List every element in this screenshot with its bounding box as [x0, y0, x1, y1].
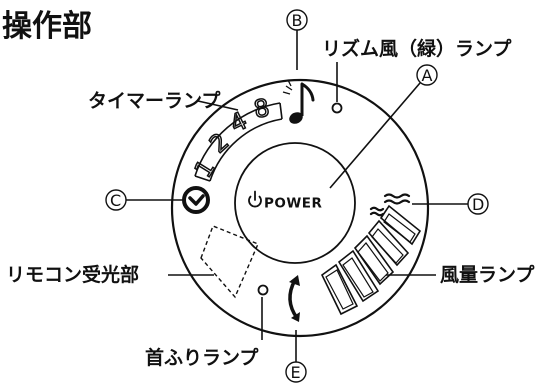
callout-a: A: [422, 66, 433, 85]
callout-c: C: [110, 191, 121, 210]
clock-icon[interactable]: [182, 186, 210, 214]
timer-lamp-label: タイマーランプ: [88, 89, 221, 112]
timer-lamp-band: [194, 102, 283, 182]
remote-receiver-area: [200, 225, 259, 299]
wind-level-lamps: [320, 204, 422, 316]
timer-digit-8: 8: [252, 94, 272, 124]
leader-a: [329, 82, 421, 189]
swing-lamp-label: 首ふりランプ: [145, 346, 259, 369]
callout-e: E: [291, 363, 301, 382]
page-title: 操作部: [2, 9, 92, 44]
remote-receiver-label: リモコン受光部: [6, 263, 139, 286]
rhythm-lamp-label: リズム風（緑）ランプ: [322, 37, 512, 60]
callout-a-circle: [416, 64, 438, 86]
power-icon: [248, 190, 262, 208]
swing-arrow-icon[interactable]: [288, 275, 300, 322]
signal-icon: [282, 79, 293, 95]
swing-lamp-dot: [257, 284, 269, 296]
rhythm-lamp-dot: [331, 102, 343, 114]
callout-d: D: [472, 195, 484, 214]
music-note-icon: [289, 82, 315, 124]
wind-level-lamps-inner: [325, 213, 416, 310]
wind-icon[interactable]: [369, 193, 411, 217]
power-button[interactable]: [234, 142, 356, 264]
callout-b: B: [292, 11, 303, 30]
wind-lamp-label: 風量ランプ: [440, 263, 535, 286]
power-label: POWER: [264, 196, 322, 212]
leader-timer: [197, 100, 239, 111]
